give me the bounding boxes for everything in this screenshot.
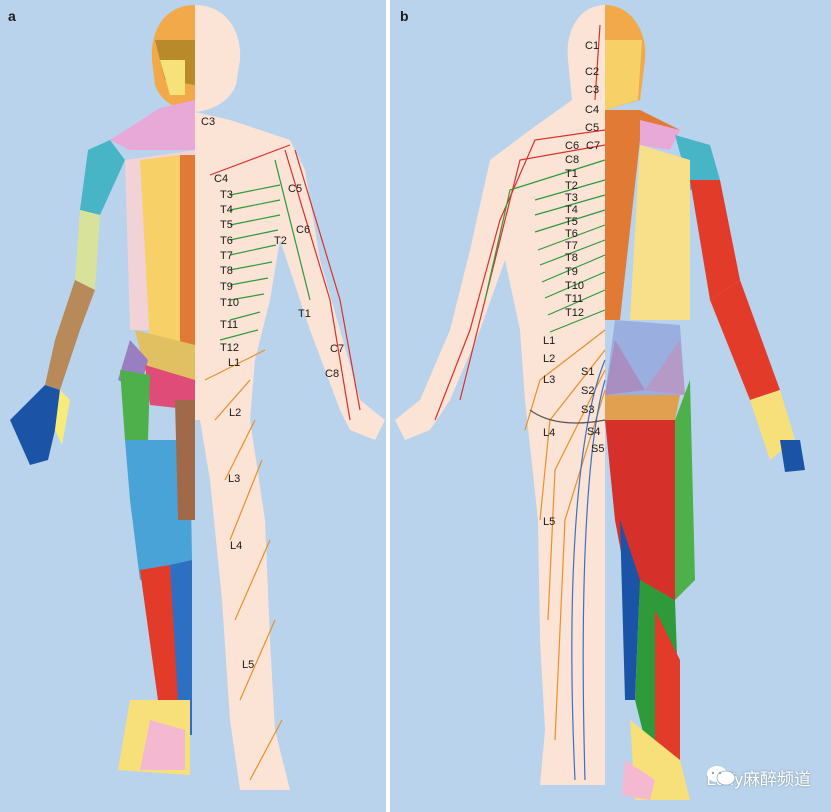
dermatome-label: T6 (220, 235, 233, 247)
dermatome-label: T9 (220, 281, 233, 293)
dermatome-label: L3 (228, 473, 240, 485)
dermatome-label: T3 (565, 192, 578, 204)
posterior-skin-half (395, 5, 605, 785)
posterior-body-figure: C1 C2 C3 C4 C5 C6 C7 C8 T1 T2 T3 T4 T5 T… (390, 0, 831, 812)
dermatome-label: C8 (325, 368, 339, 380)
dermatome-label: S5 (591, 443, 604, 455)
anterior-body-figure: C3 C4 C5 C6 T2 T3 T4 T5 T6 T7 T8 T9 T10 … (0, 0, 386, 812)
dermatome-label: C5 (585, 122, 599, 134)
dermatome-label: S1 (581, 366, 594, 378)
dermatome-label: T10 (565, 280, 584, 292)
dermatome-label: T7 (565, 240, 578, 252)
dermatome-label: C4 (585, 104, 599, 116)
dermatome-label: T12 (565, 307, 584, 319)
dermatome-label: C6 (565, 140, 579, 152)
dermatome-label: T12 (220, 342, 239, 354)
dermatome-label: T1 (565, 168, 578, 180)
dermatome-label: T3 (220, 189, 233, 201)
dermatome-label: S2 (581, 385, 594, 397)
dermatome-label: C4 (214, 173, 228, 185)
panel-posterior-view: b (390, 0, 831, 812)
dermatome-label: L5 (543, 516, 555, 528)
dermatome-label: T8 (220, 265, 233, 277)
dermatome-label: S3 (581, 404, 594, 416)
dermatome-label: T8 (565, 252, 578, 264)
dermatome-label: C8 (565, 154, 579, 166)
dermatome-label: T10 (220, 297, 239, 309)
chat-bubble-icon (706, 765, 736, 787)
dermatome-label: C3 (585, 84, 599, 96)
dermatome-label: T5 (565, 216, 578, 228)
dermatome-label: C1 (585, 40, 599, 52)
dermatome-label: L5 (242, 659, 254, 671)
dermatome-label: C2 (585, 66, 599, 78)
watermark: Luffy麻醉频道 (706, 765, 811, 790)
dermatome-label: T4 (220, 204, 233, 216)
dermatome-label: C3 (201, 116, 215, 128)
dermatome-label: L1 (543, 335, 555, 347)
dermatome-label: T11 (565, 293, 583, 305)
dermatome-label: S4 (587, 426, 600, 438)
dermatome-label: T6 (565, 228, 578, 240)
dermatome-label: L2 (229, 407, 241, 419)
dermatome-label: T5 (220, 219, 233, 231)
dermatome-label: L4 (230, 540, 242, 552)
dermatome-label: C5 (288, 183, 302, 195)
dermatome-label: T11 (220, 319, 238, 331)
panel-anterior-view: a (0, 0, 386, 812)
dermatome-label: T9 (565, 266, 578, 278)
dermatome-label: L2 (543, 353, 555, 365)
dermatome-label: T2 (565, 180, 578, 192)
anterior-skin-half (195, 5, 385, 790)
dermatome-label: T7 (220, 250, 233, 262)
dermatome-label: L4 (543, 427, 555, 439)
dermatome-label: C6 (296, 224, 310, 236)
dermatome-label: L1 (228, 357, 240, 369)
dermatome-label: C7 (330, 343, 344, 355)
posterior-colored-zones (605, 5, 805, 800)
dermatome-label: C7 (586, 140, 600, 152)
dermatome-label: L3 (543, 374, 555, 386)
dermatome-label: T2 (274, 235, 287, 247)
dermatome-label: T1 (298, 308, 311, 320)
anterior-colored-zones (10, 5, 195, 775)
dermatome-label: T4 (565, 204, 578, 216)
